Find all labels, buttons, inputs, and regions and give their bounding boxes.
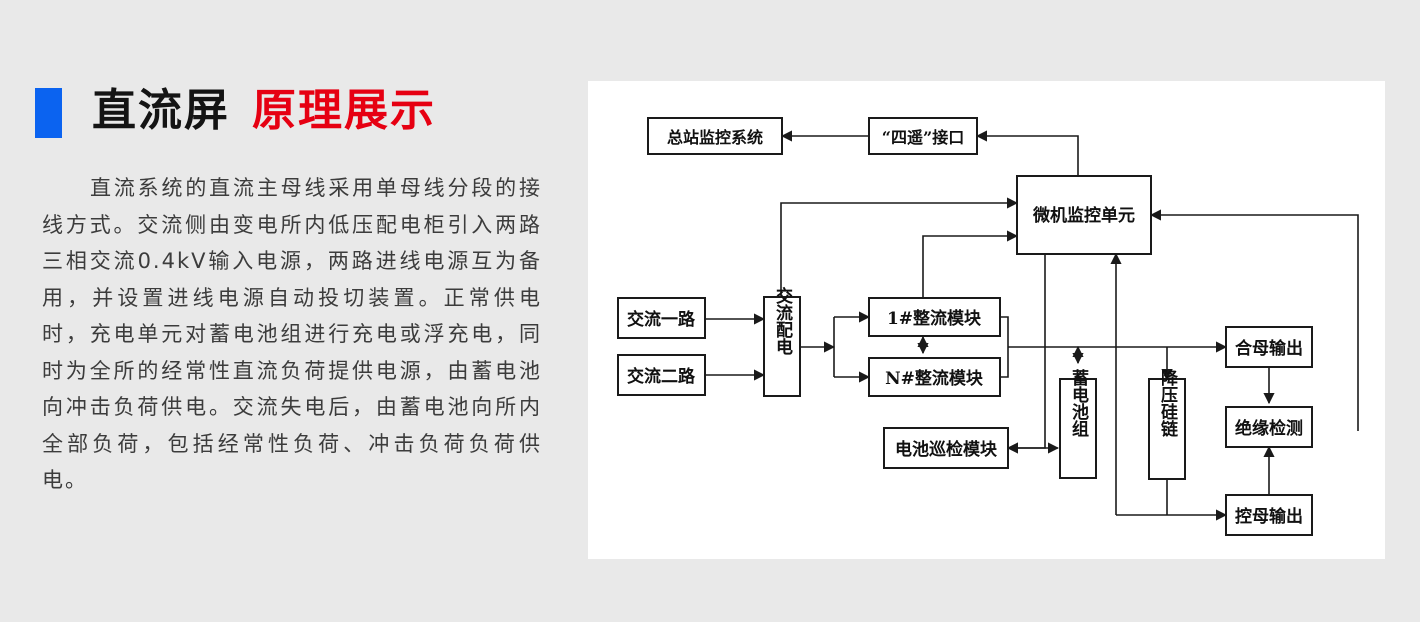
node-ac-line1: 交流一路	[617, 297, 706, 339]
node-rectifier-n: N#整流模块	[868, 357, 1001, 397]
node-combined-bus-output-label: 合母输出	[1235, 338, 1303, 359]
node-rectifier-n-label: N#整流模块	[885, 368, 984, 389]
node-ac-line2: 交流二路	[617, 354, 706, 396]
node-four-remote: “四遥”接口	[868, 117, 978, 155]
node-control-bus-output-label: 控母输出	[1235, 506, 1303, 527]
node-micro-monitor: 微机监控单元	[1016, 175, 1152, 255]
node-ac-line2-label: 交流二路	[627, 366, 696, 387]
node-master-station-label: 总站监控系统	[667, 128, 763, 147]
node-combined-bus-output: 合母输出	[1225, 326, 1313, 368]
node-four-remote-label: “四遥”接口	[882, 128, 964, 147]
node-insulation-detect: 绝缘检测	[1225, 406, 1313, 448]
node-battery-group: 蓄电池组	[1059, 368, 1097, 479]
node-micro-monitor-label: 微机监控单元	[1032, 205, 1135, 226]
node-step-down-silicon-chain-label: 降压硅链	[1157, 368, 1178, 438]
node-battery-patrol: 电池巡检模块	[883, 427, 1009, 469]
diagram-panel: 总站监控系统 “四遥”接口 微机监控单元 交流一路 交流二路 交流配电 1#整流…	[588, 81, 1385, 559]
description-paragraph: 直流系统的直流主母线采用单母线分段的接线方式。交流侧由变电所内低压配电柜引入两路…	[42, 176, 542, 492]
title-accent-bar	[35, 88, 62, 138]
node-control-bus-output: 控母输出	[1225, 494, 1313, 536]
diagram-connectors	[705, 130, 1359, 521]
page-title: 直流屏 原理展示	[92, 80, 436, 142]
node-battery-group-label: 蓄电池组	[1068, 368, 1089, 437]
connector-acdist-to-monitor	[780, 197, 1019, 297]
node-step-down-silicon-chain: 降压硅链	[1148, 368, 1186, 480]
node-insulation-detect-label: 绝缘检测	[1235, 418, 1303, 439]
page-title-accent: 原理展示	[252, 85, 436, 136]
system-diagram: 总站监控系统 “四遥”接口 微机监控单元 交流一路 交流二路 交流配电 1#整流…	[617, 117, 1359, 536]
node-ac-distribution-label: 交流配电	[772, 286, 793, 355]
node-ac-distribution: 交流配电	[763, 286, 801, 397]
page-title-main: 直流屏	[92, 85, 230, 136]
node-rectifier-1-label: 1#整流模块	[887, 308, 982, 329]
connector-insulation-to-monitor	[1149, 209, 1359, 431]
connector-monitor-to-four-remote	[975, 130, 1079, 176]
node-rectifier-1: 1#整流模块	[868, 297, 1001, 337]
node-battery-patrol-label: 电池巡检模块	[895, 439, 998, 460]
node-ac-line1-label: 交流一路	[627, 309, 696, 330]
connector-rect-outputs	[1000, 316, 1009, 378]
node-master-station: 总站监控系统	[647, 117, 783, 155]
connector-rect1-to-monitor	[922, 230, 1019, 306]
connector-monitor-to-battery-patrol	[1006, 254, 1046, 454]
